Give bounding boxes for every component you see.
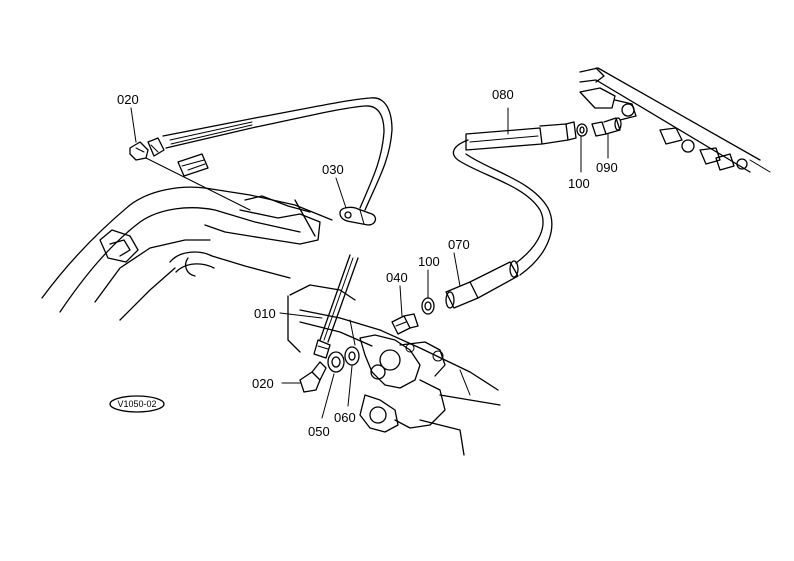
lower-hose-assembly <box>299 254 360 393</box>
label-100-top: 100 <box>568 176 590 191</box>
label-090: 090 <box>596 160 618 175</box>
label-020-top: 020 <box>117 92 139 107</box>
label-080: 080 <box>492 87 514 102</box>
upper-hose-assembly <box>129 97 393 226</box>
right-hose-assembly <box>391 117 622 335</box>
leader-lines <box>130 107 609 419</box>
frame-structure <box>41 153 333 321</box>
label-050: 050 <box>308 424 330 439</box>
diagram-code: V1050-02 <box>117 399 156 409</box>
diagram-code-badge: V1050-02 <box>109 395 165 413</box>
label-020-bottom: 020 <box>252 376 274 391</box>
part-labels: 020 030 010 020 050 060 040 100 070 080 … <box>117 87 618 439</box>
label-100-mid: 100 <box>418 254 440 269</box>
label-060: 060 <box>334 410 356 425</box>
label-040: 040 <box>386 270 408 285</box>
label-010: 010 <box>254 306 276 321</box>
manifold <box>579 67 771 173</box>
label-070: 070 <box>448 237 470 252</box>
axle-housing <box>287 284 501 456</box>
label-030: 030 <box>322 162 344 177</box>
